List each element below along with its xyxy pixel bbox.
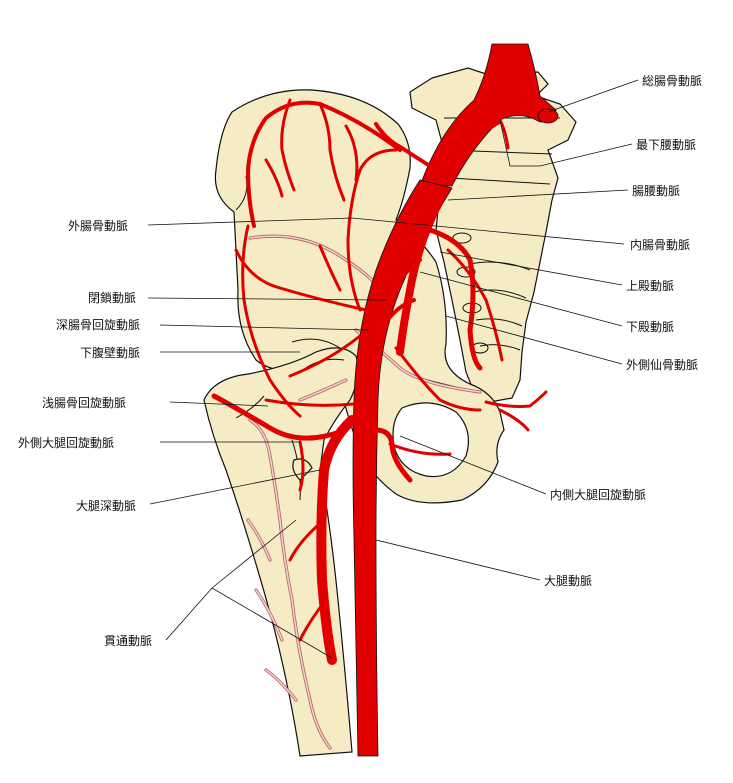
label-common-iliac: 総腸骨動脈 xyxy=(642,74,702,88)
obturator-foramen xyxy=(392,402,469,478)
femoral-artery-trunk xyxy=(352,179,453,757)
internal-iliac-stump xyxy=(537,108,559,124)
leader-lines xyxy=(147,79,639,659)
hip-bone xyxy=(214,89,505,504)
label-perforating: 貫通動脈 xyxy=(104,634,152,648)
label-superficial-circumflex-iliac: 浅腸骨回旋動脈 xyxy=(42,396,126,410)
vertebra-line xyxy=(449,177,551,185)
label-external-iliac: 外腸骨動脈 xyxy=(68,219,128,233)
femur xyxy=(203,347,359,757)
arteries xyxy=(211,43,559,757)
label-lowest-lumbar: 最下腰動脈 xyxy=(636,138,696,152)
label-internal-iliac: 内腸骨動脈 xyxy=(630,238,690,252)
label-lateral-sacral: 外側仙骨動脈 xyxy=(626,358,698,372)
sacral-line xyxy=(475,318,523,327)
sacral-foramen xyxy=(452,232,472,244)
label-superior-gluteal: 上殿動脈 xyxy=(626,279,674,293)
label-lateral-circumflex-femoral: 外側大腿回旋動脈 xyxy=(18,436,114,450)
bones xyxy=(203,67,577,757)
label-deep-femoral: 大腿深動脈 xyxy=(76,499,136,513)
label-medial-circumflex-femoral: 内側大腿回旋動脈 xyxy=(550,488,646,502)
trochanter-line xyxy=(235,395,265,419)
label-iliolumbar: 腸腰動脈 xyxy=(632,184,680,198)
labels: 総腸骨動脈 最下腰動脈 腸腰動脈 外腸骨動脈 内腸骨動脈 上殿動脈 閉鎖動脈 下… xyxy=(18,74,702,648)
label-inferior-epigastric: 下腹壁動脈 xyxy=(80,345,140,360)
label-obturator: 閉鎖動脈 xyxy=(88,290,136,305)
label-femoral: 大腿動脈 xyxy=(544,574,592,588)
label-inferior-gluteal: 下殿動脈 xyxy=(626,320,674,334)
label-deep-circumflex-iliac: 深腸骨回旋動脈 xyxy=(56,318,140,332)
sacral-line xyxy=(473,289,527,299)
